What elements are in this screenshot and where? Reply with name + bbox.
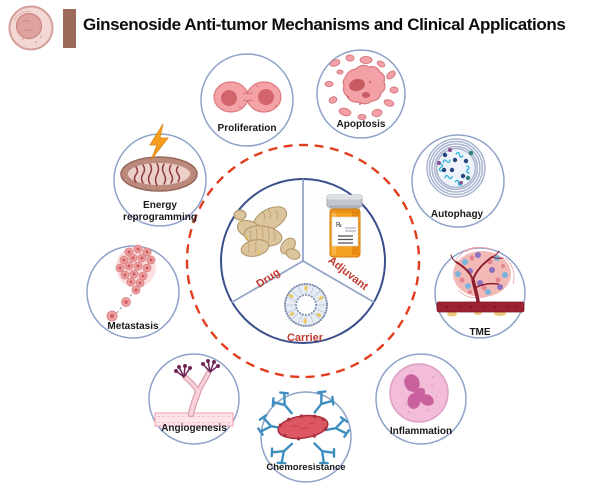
pill-bottle-icon: ℞ [326,194,363,258]
tme-label: TME [469,327,490,338]
vessel-sprouting-icon [154,359,234,427]
energy-label-line1: Energy [143,200,177,211]
mechanism-apoptosis: Apoptosis [316,49,406,139]
central-hub: ℞ Drug Adjuvant Carrier [185,143,421,379]
migrating-cells-icon [106,244,156,322]
lightning-bolt-icon [149,123,169,161]
apoptotic-cell-icon [324,54,399,120]
header: Ginsenoside Anti-tumor Mechanisms and Cl… [8,5,566,51]
metastasis-label: Metastasis [107,321,159,332]
mechanism-autophagy: Autophagy [411,134,505,228]
autophagosome-icon [426,138,486,198]
proliferation-label: Proliferation [218,123,277,134]
sector-dividers [231,179,375,304]
mechanism-inflammation: Inflammation [375,353,467,445]
inflammation-label: Inflammation [390,426,452,437]
mechanism-proliferation: Proliferation [200,53,294,147]
autophagy-label: Autophagy [431,209,484,220]
mechanism-tme: TME [434,246,526,339]
energy-label-line2: reprogramming [123,212,197,223]
cell-icon [8,5,54,51]
chemoresistance-label: Chemoresistance [266,462,345,473]
page-title: Ginsenoside Anti-tumor Mechanisms and Cl… [83,15,565,34]
header-accent-bar [63,9,76,48]
mechanism-angiogenesis: Angiogenesis [148,353,240,445]
sector-label-carrier: Carrier [287,332,324,344]
tumor-microenvironment-icon [436,246,525,317]
angiogenesis-label: Angiogenesis [161,423,227,434]
mitochondria-icon [120,123,198,192]
immune-cell-icon [389,363,449,423]
apoptosis-label: Apoptosis [337,119,386,130]
mechanism-chemoresistance: Chemoresistance [257,390,352,483]
mechanism-metastasis: Metastasis [86,244,180,339]
mechanism-energy-reprogramming: Energy reprogramming [113,123,207,227]
ginseng-root-icon [233,206,301,260]
antibody-bacteria-icon [257,390,350,465]
liposome-icon [284,283,328,327]
rx-symbol: ℞ [336,221,342,229]
dashed-ring [185,143,421,379]
dividing-cell-icon [213,81,282,113]
